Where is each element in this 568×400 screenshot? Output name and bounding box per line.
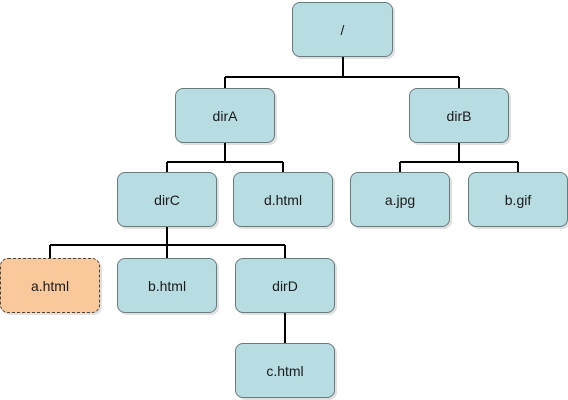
edge-dirB: [399, 143, 519, 172]
edge-dirA: [166, 143, 284, 172]
node-a-jpg: a.jpg: [350, 172, 450, 227]
edge-dirC: [49, 227, 286, 258]
node-d-html: d.html: [233, 172, 333, 227]
node-dirC: dirC: [117, 172, 217, 227]
node-c-html: c.html: [235, 343, 335, 398]
edge-root: [224, 57, 460, 88]
node-b-gif: b.gif: [468, 172, 568, 227]
node-a-html: a.html: [0, 258, 100, 313]
node-b-html: b.html: [117, 258, 217, 313]
node-dirB: dirB: [409, 88, 509, 143]
node-dirA: dirA: [175, 88, 275, 143]
node-dirD: dirD: [235, 258, 335, 313]
node-root: /: [292, 2, 393, 57]
